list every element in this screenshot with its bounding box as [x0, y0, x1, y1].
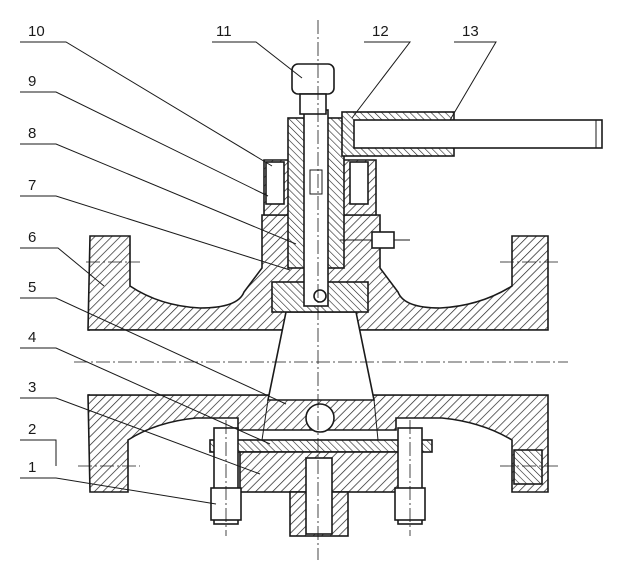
stem-assembly — [263, 63, 377, 313]
callout-label-10: 10 — [28, 23, 45, 40]
callout-label-13: 13 — [462, 23, 479, 40]
callout-label-4: 4 — [28, 329, 36, 346]
lever-wrench — [341, 111, 603, 157]
callout-label-3: 3 — [28, 379, 36, 396]
callout-label-9: 9 — [28, 73, 36, 90]
callout-leaders — [20, 41, 497, 505]
callout-label-6: 6 — [28, 229, 36, 246]
callout-label-11: 11 — [216, 23, 232, 40]
callout-label-7: 7 — [28, 177, 36, 194]
callout-label-2: 2 — [28, 421, 36, 438]
callout-label-12: 12 — [372, 23, 389, 40]
centre-lines — [74, 20, 568, 560]
bottom-cover — [209, 427, 433, 537]
grease-fitting — [340, 231, 410, 249]
flange-bolts — [513, 449, 543, 485]
callout-label-8: 8 — [28, 125, 36, 142]
callout-label-1: 1 — [28, 459, 36, 476]
callout-label-5: 5 — [28, 279, 36, 296]
